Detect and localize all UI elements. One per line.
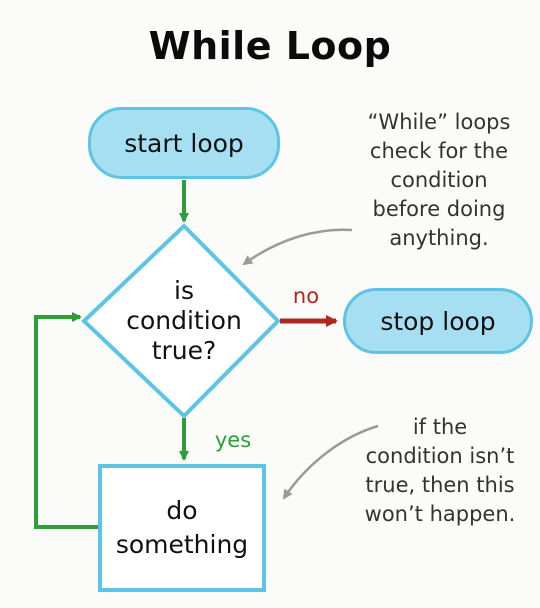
edge-label-yes: yes	[214, 428, 252, 452]
while-note-line-3: condition	[390, 167, 488, 192]
process-line-2: something	[115, 530, 249, 559]
skip-annotation: if the condition isn’t true, then this w…	[342, 410, 538, 532]
while-note-line-5: anything.	[389, 225, 489, 250]
pointer-while-note	[242, 228, 353, 266]
skip-note-line-1: if the	[412, 415, 468, 439]
while-note-line-1: “While” loops	[367, 109, 511, 134]
arrow-loop-back	[34, 312, 98, 529]
stop-loop-node: stop loop	[343, 288, 533, 354]
start-loop-label: start loop	[124, 128, 244, 158]
decision-line-3: true?	[151, 336, 217, 365]
do-something-node: do something	[98, 464, 266, 592]
stop-loop-label: stop loop	[380, 306, 496, 336]
process-line-1: do	[166, 496, 198, 525]
while-loop-annotation: “While” loops check for the condition be…	[346, 104, 532, 256]
decision-line-1: is	[174, 276, 194, 305]
start-loop-node: start loop	[88, 107, 280, 179]
skip-note-line-2: condition isn’t	[365, 444, 515, 468]
decision-line-2: condition	[126, 306, 242, 335]
while-note-line-4: before doing	[372, 196, 506, 221]
skip-note-line-3: true, then this	[365, 473, 515, 497]
edge-label-no: no	[292, 284, 320, 308]
pointer-skip-note	[282, 424, 379, 500]
diagram-title: While Loop	[148, 24, 392, 68]
decision-diamond	[81, 223, 281, 419]
while-note-line-2: check for the	[369, 138, 509, 163]
skip-note-line-4: won’t happen.	[364, 502, 516, 526]
decision-label: is condition true?	[112, 272, 256, 370]
